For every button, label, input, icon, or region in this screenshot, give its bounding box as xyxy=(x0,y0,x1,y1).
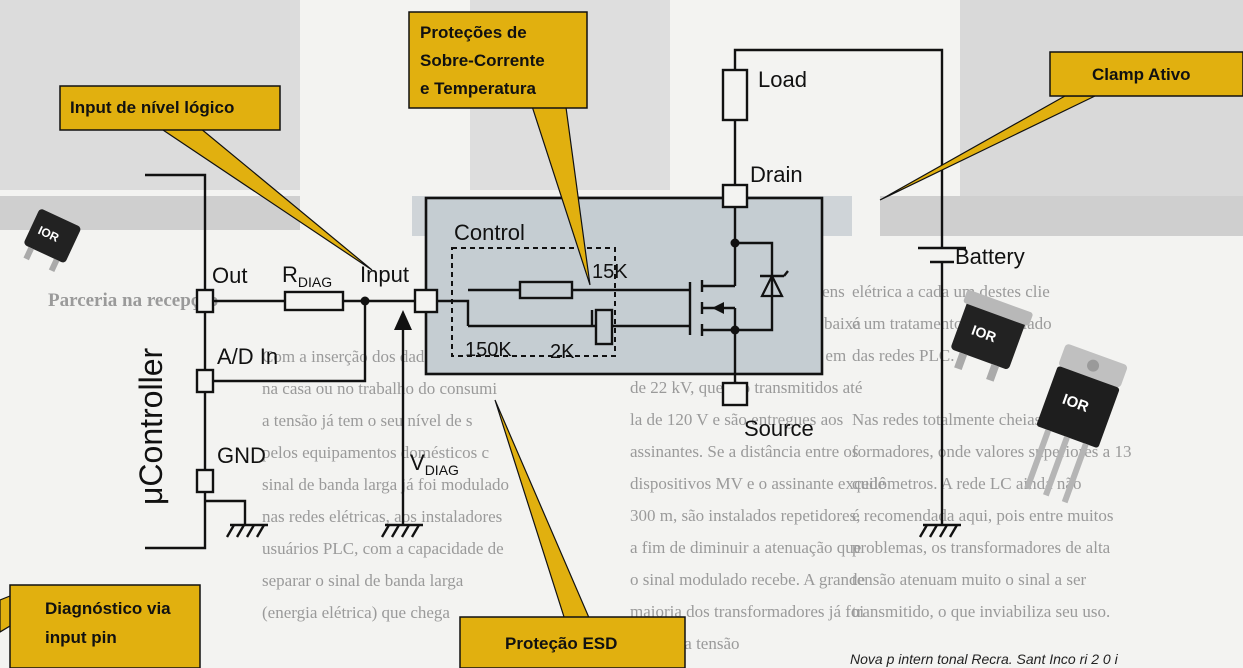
bg-text-line: (energia elétrica) que chega xyxy=(262,603,450,622)
chip-logo: IOR xyxy=(970,322,999,346)
circuit: Out A/D In GND RDIAG Input VDIAG Control… xyxy=(133,48,1025,550)
pin-out-label: Out xyxy=(212,263,247,288)
bg-text-line: assinantes. Se a distância entre os xyxy=(630,442,859,461)
source-pin-box xyxy=(721,381,749,407)
callout-logic-input: Input de nível lógico xyxy=(59,85,373,271)
input-pin-box xyxy=(413,288,439,314)
ground-symbol xyxy=(918,523,961,538)
mosfet-symbol xyxy=(688,238,789,352)
bg-text-line: o sinal modulado recebe. A grande xyxy=(630,570,865,589)
callout-overcurrent-line2: Sobre-Corrente xyxy=(420,51,545,70)
to220-transistor-icon: IOR xyxy=(1024,344,1128,504)
r150k-label: 150K xyxy=(465,339,512,361)
pin-out-box xyxy=(195,288,215,314)
rdiag-label: RDIAG xyxy=(282,262,332,290)
source-label: Source xyxy=(744,416,814,441)
control-label: Control xyxy=(454,220,525,245)
bg-text-line: dispositivos MV e o assinante excede xyxy=(630,474,885,493)
device-package-box xyxy=(424,196,824,376)
pin-gnd-box xyxy=(195,468,215,494)
bg-text-line: a fim de diminuir a atenuação que xyxy=(630,538,861,557)
callout-logic-input-text: Input de nível lógico xyxy=(70,98,234,117)
callout-active-clamp-text: Clamp Ativo xyxy=(1092,65,1191,84)
bg-text-line: das redes PLC. xyxy=(852,346,954,365)
bg-text-line: sinal de banda larga já foi modulado xyxy=(262,475,509,494)
bg-text-line: na casa ou no trabalho do consumi xyxy=(262,379,497,398)
callout-esd-text: Proteção ESD xyxy=(505,634,617,653)
callout-active-clamp: Clamp Ativo xyxy=(879,51,1243,201)
load-label: Load xyxy=(758,67,807,92)
callout-diagnostic: Diagnóstico via input pin xyxy=(0,584,201,668)
bg-text-line: quilômetros. A rede LC ainda não xyxy=(852,474,1081,493)
pin-ad-label: A/D In xyxy=(217,344,278,369)
bg-text-line: tensão atenuam muito o sinal a ser xyxy=(852,570,1086,589)
vdiag-label: VDIAG xyxy=(410,450,459,478)
r15k-label: 15K xyxy=(592,261,628,283)
callout-diagnostic-line2: input pin xyxy=(45,628,117,647)
bg-text-line: la de 120 V e são entregues aos xyxy=(630,410,843,429)
ground-symbol xyxy=(225,523,268,538)
callout-overcurrent-line1: Proteções de xyxy=(420,23,527,42)
bg-text-line: é recomendada aqui, pois entre muitos xyxy=(852,506,1114,525)
smd-chip-icon: IOR xyxy=(23,209,81,273)
bg-text-line: separar o sinal de banda larga xyxy=(262,571,464,590)
smd-chip-icon: IOR xyxy=(951,290,1033,382)
bg-text-line: a tensão já tem o seu nível de s xyxy=(262,411,473,430)
ground-symbol xyxy=(380,523,423,538)
pin-ad-box xyxy=(195,368,215,394)
bg-text-line: elétrica a cada um destes clie xyxy=(852,282,1050,301)
callout-diagnostic-line1: Diagnóstico via xyxy=(45,599,171,618)
bg-text-line: usuários PLC, com a capacidade de xyxy=(262,539,504,558)
bg-heading: Parceria na recepção xyxy=(48,290,218,311)
callout-overcurrent: Proteções de Sobre-Corrente e Temperatur… xyxy=(408,11,591,286)
bg-text-line: nas redes elétricas, aos instaladores xyxy=(262,507,502,526)
r2k-resistor xyxy=(594,308,614,346)
bg-text-line: pelos equipamentos domésticos c xyxy=(262,443,490,462)
microcontroller-label: μController xyxy=(133,348,169,506)
footer-credit: Nova p intern tonal Recra. Sant Inco ri … xyxy=(850,651,1119,667)
callout-overcurrent-line3: e Temperatura xyxy=(420,79,536,98)
r2k-label: 2K xyxy=(550,341,575,363)
pin-gnd-label: GND xyxy=(217,443,266,468)
drain-label: Drain xyxy=(750,162,803,187)
bg-text-line: problemas, os transformadores de alta xyxy=(852,538,1111,557)
callout-esd: Proteção ESD xyxy=(459,399,686,668)
bg-text-line: maioria dos transformadores já foi xyxy=(630,602,864,621)
battery-symbol xyxy=(918,246,966,525)
bg-text-line: transmitido, o que inviabiliza seu uso. xyxy=(852,602,1110,621)
drain-pin-box xyxy=(721,183,749,209)
battery-label: Battery xyxy=(955,244,1025,269)
rdiag-resistor xyxy=(283,290,345,312)
bg-text-line: 300 m, são instalados repetidores, xyxy=(630,506,860,525)
vdiag-arrow xyxy=(394,310,412,330)
load-resistor xyxy=(721,68,749,122)
r15k-resistor xyxy=(518,280,574,300)
